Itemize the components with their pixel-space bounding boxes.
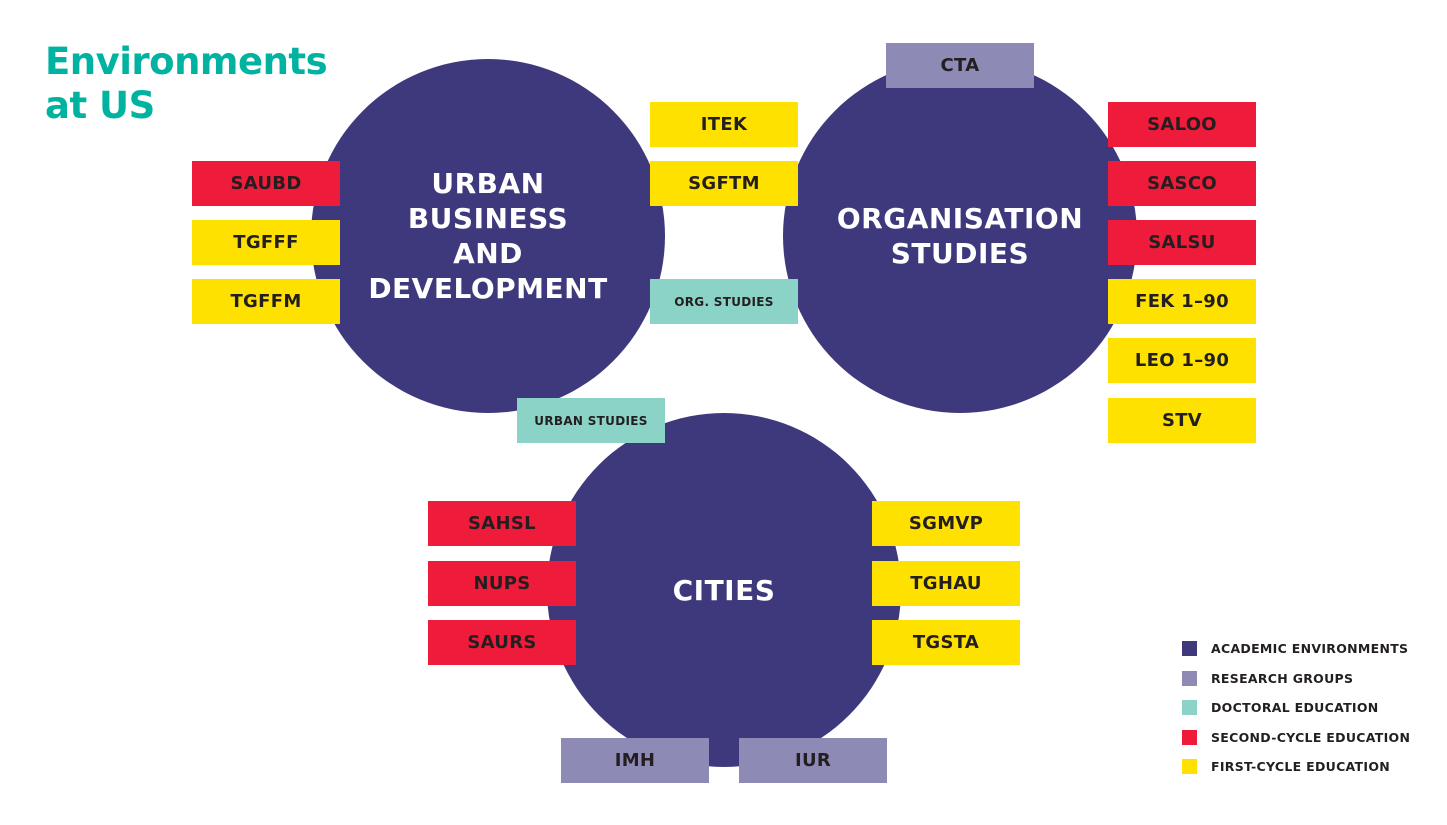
title-line-2: at US bbox=[45, 84, 155, 127]
box-itek: ITEK bbox=[650, 102, 798, 147]
legend-label: DOCTORAL EDUCATION bbox=[1211, 700, 1379, 716]
box-cta: CTA bbox=[886, 43, 1034, 88]
legend-swatch bbox=[1182, 729, 1197, 745]
box-sgftm: SGFTM bbox=[650, 161, 798, 206]
box-tgsta: TGSTA bbox=[872, 620, 1020, 665]
box-sasco: SASCO bbox=[1108, 161, 1256, 206]
box-sgmvp: SGMVP bbox=[872, 501, 1020, 546]
legend-label: RESEARCH GROUPS bbox=[1211, 670, 1354, 686]
box-saurs: SAURS bbox=[428, 620, 576, 665]
legend: ACADEMIC ENVIRONMENTS RESEARCH GROUPS DO… bbox=[1182, 634, 1410, 782]
environment-label: CITIES bbox=[672, 573, 776, 607]
environment-cities: CITIES bbox=[547, 413, 901, 767]
legend-label: SECOND-CYCLE EDUCATION bbox=[1211, 729, 1411, 745]
environment-label: ORGANISATION STUDIES bbox=[836, 202, 1084, 270]
box-tgffm: TGFFM bbox=[192, 279, 340, 324]
box-leo: LEO 1–90 bbox=[1108, 338, 1256, 383]
box-nups: NUPS bbox=[428, 561, 576, 606]
environment-label: URBAN BUSINESS AND DEVELOPMENT bbox=[368, 167, 608, 305]
legend-swatch bbox=[1182, 759, 1197, 775]
box-imh: IMH bbox=[561, 738, 709, 783]
legend-swatch bbox=[1182, 670, 1197, 686]
legend-item-second-cycle: SECOND-CYCLE EDUCATION bbox=[1182, 723, 1410, 753]
box-saloo: SALOO bbox=[1108, 102, 1256, 147]
environment-organisation-studies: ORGANISATION STUDIES bbox=[783, 59, 1137, 413]
environment-urban-business-development: URBAN BUSINESS AND DEVELOPMENT bbox=[311, 59, 665, 413]
legend-swatch bbox=[1182, 641, 1197, 657]
legend-item-doctoral: DOCTORAL EDUCATION bbox=[1182, 693, 1410, 723]
title-line-1: Environments bbox=[45, 40, 328, 83]
legend-item-research: RESEARCH GROUPS bbox=[1182, 664, 1410, 694]
legend-item-academic: ACADEMIC ENVIRONMENTS bbox=[1182, 634, 1410, 664]
box-fek: FEK 1–90 bbox=[1108, 279, 1256, 324]
box-iur: IUR bbox=[739, 738, 887, 783]
legend-swatch bbox=[1182, 700, 1197, 716]
box-tghau: TGHAU bbox=[872, 561, 1020, 606]
legend-item-first-cycle: FIRST-CYCLE EDUCATION bbox=[1182, 752, 1410, 782]
box-saubd: SAUBD bbox=[192, 161, 340, 206]
box-org-studies: ORG. STUDIES bbox=[650, 279, 798, 324]
box-stv: STV bbox=[1108, 398, 1256, 443]
legend-label: ACADEMIC ENVIRONMENTS bbox=[1211, 641, 1409, 657]
box-sahsl: SAHSL bbox=[428, 501, 576, 546]
box-salsu: SALSU bbox=[1108, 220, 1256, 265]
legend-label: FIRST-CYCLE EDUCATION bbox=[1211, 759, 1391, 775]
box-tgfff: TGFFF bbox=[192, 220, 340, 265]
box-urban-studies: URBAN STUDIES bbox=[517, 398, 665, 443]
